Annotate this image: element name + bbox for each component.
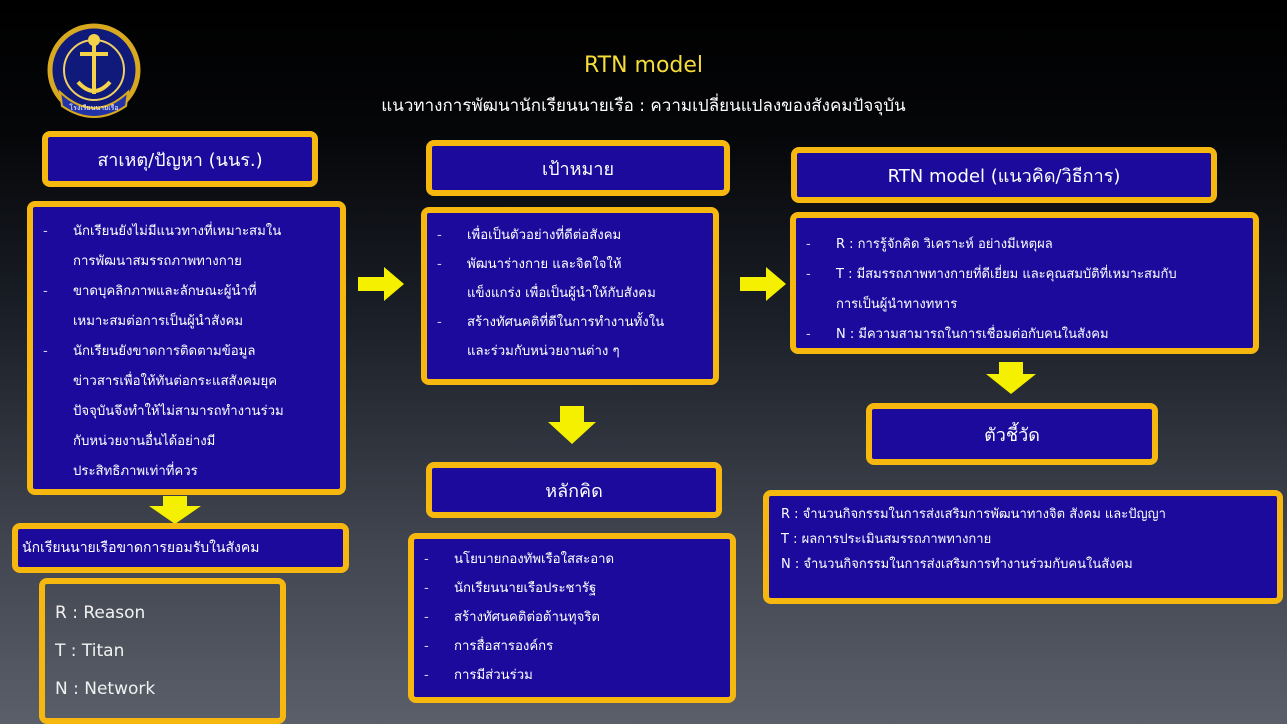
letter-n: N : Network xyxy=(55,679,156,699)
cause-item: - ขาดบุคลิกภาพและลักษณะผู้นำที่เหมาะสมต่… xyxy=(43,284,257,329)
indicators-heading: ตัวชี้วัด xyxy=(984,424,1040,446)
principle-item: -การสื่อสารองค์กร xyxy=(424,639,554,654)
indicator-item: N : จำนวนกิจกรรมในการส่งเสริมการทำงานร่ว… xyxy=(781,557,1133,572)
model-item: - T : มีสมรรถภาพทางกายที่ดีเยี่ยม และคุณ… xyxy=(806,267,1177,312)
principles-box: -นโยบายกองทัพเรือใสสะอาด -นักเรียนนายเรื… xyxy=(408,533,736,703)
arrow-right-icon xyxy=(740,267,786,301)
indicators-heading-box: ตัวชี้วัด xyxy=(866,403,1158,465)
arrow-right-icon xyxy=(358,267,404,301)
principles-heading-box: หลักคิด xyxy=(426,462,722,518)
principles-heading: หลักคิด xyxy=(545,480,603,502)
arrow-down-icon xyxy=(149,496,201,524)
goals-heading-box: เป้าหมาย xyxy=(426,140,730,196)
letter-r: R : Reason xyxy=(55,603,146,623)
goals-box: - เพื่อเป็นตัวอย่างที่ดีต่อสังคม - พัฒนา… xyxy=(421,207,719,385)
result-box: นักเรียนนายเรือขาดการยอมรับในสังคม xyxy=(12,523,349,573)
principle-item: -การมีส่วนร่วม xyxy=(424,668,533,683)
indicator-item: R : จำนวนกิจกรรมในการส่งเสริมการพัฒนาทาง… xyxy=(781,507,1166,522)
page-subtitle: แนวทางการพัฒนานักเรียนนายเรือ : ความเปลี… xyxy=(381,96,906,116)
indicators-box: R : จำนวนกิจกรรมในการส่งเสริมการพัฒนาทาง… xyxy=(763,490,1283,604)
letter-t: T : Titan xyxy=(55,641,125,661)
model-box: - R : การรู้จักคิด วิเคราะห์ อย่างมีเหตุ… xyxy=(790,212,1259,354)
arrow-down-icon xyxy=(548,406,596,444)
goal-item: - สร้างทัศนคติที่ดีในการทำงานทั้งในและร่… xyxy=(437,315,665,359)
cause-item: - นักเรียนยังขาดการติดตามข้อมูลข่าวสารเพ… xyxy=(43,344,284,479)
model-item: - N : มีความสามารถในการเชื่อมต่อกับคนในส… xyxy=(806,327,1109,342)
principle-item: -นโยบายกองทัพเรือใสสะอาด xyxy=(424,552,615,567)
arrow-down-icon xyxy=(986,362,1036,394)
causes-heading-box: สาเหตุ/ปัญหา (นนร.) xyxy=(42,131,318,187)
causes-heading: สาเหตุ/ปัญหา (นนร.) xyxy=(97,149,263,171)
page-title: RTN model xyxy=(583,53,704,78)
principle-item: -สร้างทัศนคติต่อต้านทุจริต xyxy=(424,610,600,625)
causes-box: - นักเรียนยังไม่มีแนวทางที่เหมาะสมในการพ… xyxy=(27,201,346,495)
goals-heading: เป้าหมาย xyxy=(541,158,615,180)
indicator-item: T : ผลการประเมินสมรรถภาพทางกาย xyxy=(781,532,992,547)
goal-item: - พัฒนาร่างกาย และจิตใจให้แข็งแกร่ง เพื่… xyxy=(437,257,656,301)
result-text: นักเรียนนายเรือขาดการยอมรับในสังคม xyxy=(22,540,260,556)
model-item: - R : การรู้จักคิด วิเคราะห์ อย่างมีเหตุ… xyxy=(806,237,1053,252)
logo-text: โรงเรียนนายเรือ xyxy=(69,103,118,112)
model-heading: RTN model (แนวคิด/วิธีการ) xyxy=(887,165,1121,187)
model-heading-box: RTN model (แนวคิด/วิธีการ) xyxy=(791,147,1217,203)
rtn-letters-box: R : Reason T : Titan N : Network xyxy=(39,578,286,724)
principle-item: -นักเรียนนายเรือประชารัฐ xyxy=(424,581,597,596)
naval-academy-logo: โรงเรียนนายเรือ xyxy=(47,23,141,118)
goal-item: - เพื่อเป็นตัวอย่างที่ดีต่อสังคม xyxy=(437,228,622,243)
cause-item: - นักเรียนยังไม่มีแนวทางที่เหมาะสมในการพ… xyxy=(43,224,282,269)
